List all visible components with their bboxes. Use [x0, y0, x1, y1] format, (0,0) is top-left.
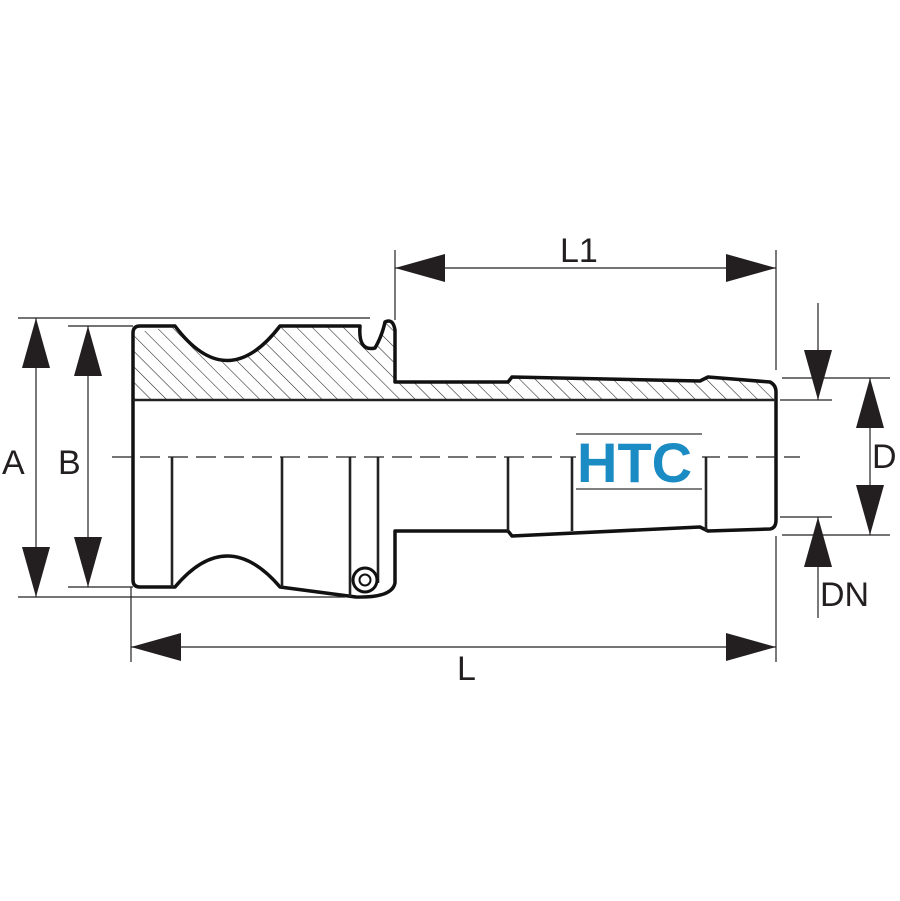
arrow-d-top	[856, 378, 884, 428]
arrow-l1-left	[395, 254, 445, 282]
part-outline	[131, 319, 778, 599]
arrow-a-top	[22, 318, 50, 368]
arrow-l-right	[726, 633, 776, 661]
arrow-b-top	[74, 326, 102, 376]
label-a: A	[2, 444, 25, 482]
seal-ring-outer	[351, 566, 379, 594]
arrow-b-bottom	[74, 537, 102, 587]
label-d: D	[872, 438, 897, 476]
label-dn: DN	[820, 576, 869, 614]
htc-logo: HTC	[576, 431, 702, 494]
arrow-dn-bottom	[804, 517, 832, 567]
seal-ring-inner	[358, 573, 372, 587]
arrow-a-bottom	[22, 547, 50, 597]
label-b: B	[58, 444, 81, 482]
logo-background	[576, 436, 702, 486]
label-l: L	[457, 650, 476, 688]
logo-text: HTC	[577, 431, 692, 494]
arrow-l-left	[131, 633, 181, 661]
arrow-dn-top	[804, 350, 832, 400]
arrow-d-bottom	[856, 485, 884, 535]
label-l1: L1	[560, 232, 598, 270]
arrow-l1-right	[726, 254, 776, 282]
